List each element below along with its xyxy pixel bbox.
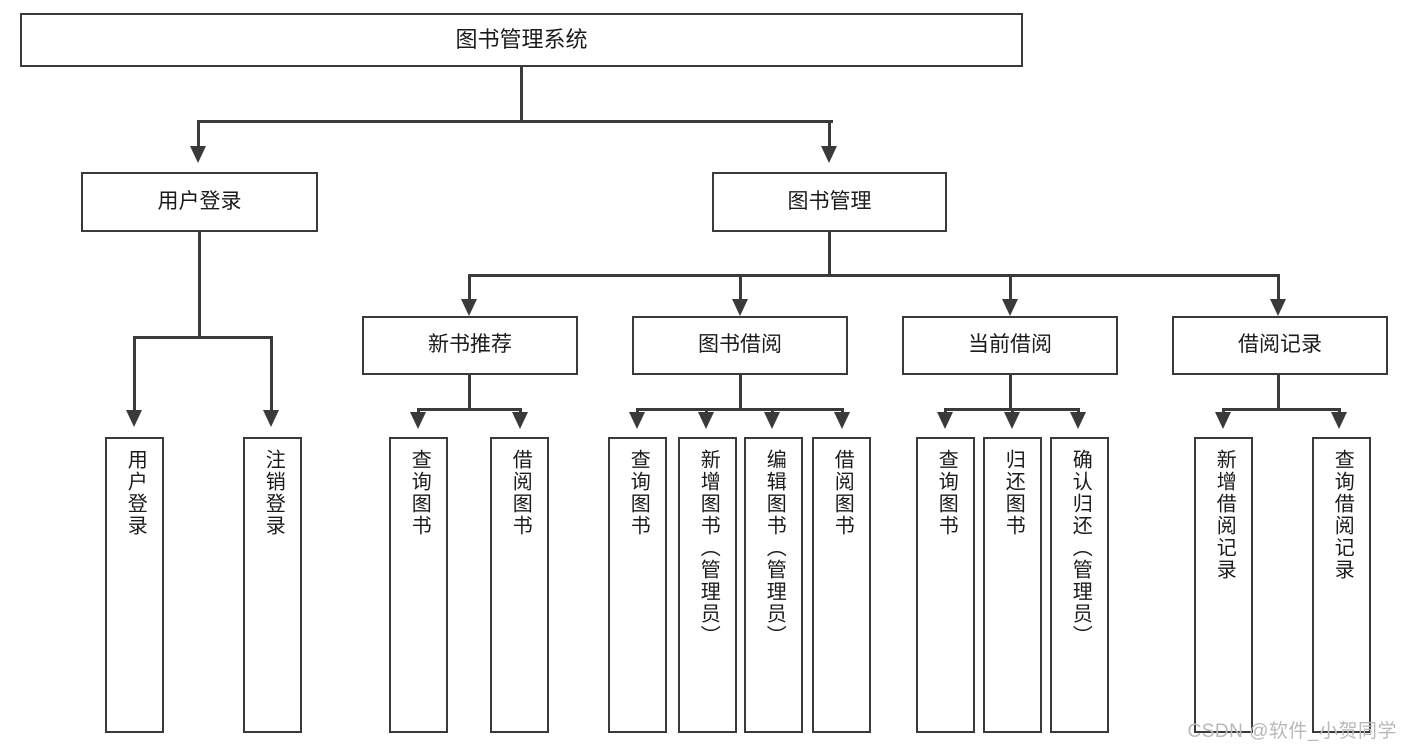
node-user-login[interactable]: 用户登录 [81,172,318,232]
leaf-label: 查询图书 [627,449,650,537]
leaf-label: 查询图书 [408,449,431,537]
leaf-label: 注销登录 [262,449,285,537]
connector-book-manage-drop-2 [739,274,742,300]
leaf-br-add-record[interactable]: 新增借阅记录 [1194,437,1253,733]
arrowhead-book-manage [821,146,837,163]
arrowhead-leaf-user-login [126,410,142,427]
node-current-borrow[interactable]: 当前借阅 [902,316,1118,375]
arrowhead-br-query-record [1331,412,1347,429]
arrowhead-cb-query-book [937,412,953,429]
arrowhead-new-book-recommend [461,299,477,316]
arrowhead-nb-borrow-book [512,412,528,429]
leaf-label: 新增借阅记录 [1213,449,1236,581]
connector-root-to-book-manage [828,120,831,147]
node-book-management[interactable]: 图书管理 [712,172,947,232]
leaf-bb-borrow-book[interactable]: 借阅图书 [812,437,871,733]
leaf-label: 查询借阅记录 [1331,449,1354,581]
connector-cb-drop-2 [1011,408,1014,414]
connector-cb-drop-1 [944,408,947,414]
leaf-cb-return-book[interactable]: 归还图书 [983,437,1042,733]
connector-new-book-bus [417,408,522,411]
arrowhead-bb-edit-book [764,412,780,429]
connector-book-manage-stem [828,232,831,274]
leaf-bb-query-book[interactable]: 查询图书 [608,437,667,733]
connector-root-bus [197,120,833,123]
leaf-bb-add-book[interactable]: 新增图书（管理员） [678,437,737,733]
arrowhead-br-add-record [1215,412,1231,429]
connector-book-borrow-bus [636,408,844,411]
connector-book-manage-drop-3 [1009,274,1012,300]
leaf-label: 查询图书 [935,449,958,537]
connector-book-borrow-stem [739,375,742,408]
connector-root-stem [520,67,523,120]
leaf-cb-confirm-return[interactable]: 确认归还（管理员） [1050,437,1109,733]
leaf-br-query-record[interactable]: 查询借阅记录 [1312,437,1371,733]
connector-root-to-user-login [197,120,200,147]
leaf-label: 归还图书 [1002,449,1025,537]
leaf-label: 借阅图书 [509,449,532,537]
connector-user-login-drop-1 [133,336,136,411]
leaf-nb-borrow-book[interactable]: 借阅图书 [490,437,549,733]
connector-book-manage-bus [468,274,1280,277]
connector-borrow-record-stem [1277,375,1280,408]
leaf-bb-edit-book[interactable]: 编辑图书（管理员） [744,437,803,733]
node-root-book-management-system[interactable]: 图书管理系统 [20,13,1023,67]
connector-cb-drop-3 [1077,408,1080,414]
arrowhead-current-borrow [1002,299,1018,316]
arrowhead-user-login [190,146,206,163]
arrowhead-bb-add-book [698,412,714,429]
connector-user-login-drop-2 [270,336,273,411]
arrowhead-bb-query-book [629,412,645,429]
arrowhead-bb-borrow-book [834,412,850,429]
node-borrow-record[interactable]: 借阅记录 [1172,316,1388,375]
arrowhead-cb-confirm-return [1070,412,1086,429]
connector-bb-drop-2 [705,408,708,414]
connector-bb-drop-1 [636,408,639,414]
leaf-label: 新增图书（管理员） [697,449,720,647]
connector-new-book-drop-1 [417,408,420,414]
arrowhead-borrow-record [1270,299,1286,316]
connector-user-login-stem [198,232,201,336]
leaf-user-login[interactable]: 用户登录 [105,437,164,733]
arrowhead-cb-return-book [1004,412,1020,429]
leaf-label: 编辑图书（管理员） [763,449,786,647]
connector-bb-drop-4 [841,408,844,414]
connector-bb-drop-3 [771,408,774,414]
arrowhead-nb-query-book [410,412,426,429]
node-book-borrow[interactable]: 图书借阅 [632,316,848,375]
connector-user-login-bus [133,336,273,339]
connector-book-manage-drop-1 [468,274,471,300]
leaf-logout[interactable]: 注销登录 [243,437,302,733]
connector-new-book-stem [468,375,471,408]
connector-br-drop-2 [1338,408,1341,414]
connector-current-borrow-stem [1009,375,1012,408]
connector-borrow-record-bus [1222,408,1341,411]
arrowhead-book-borrow [732,299,748,316]
leaf-cb-query-book[interactable]: 查询图书 [916,437,975,733]
node-new-book-recommend[interactable]: 新书推荐 [362,316,578,375]
leaf-label: 确认归还（管理员） [1069,449,1092,647]
connector-book-manage-drop-4 [1277,274,1280,300]
leaf-label: 借阅图书 [831,449,854,537]
leaf-label: 用户登录 [124,449,147,537]
arrowhead-leaf-logout [263,410,279,427]
connector-new-book-drop-2 [519,408,522,414]
connector-br-drop-1 [1222,408,1225,414]
leaf-nb-query-book[interactable]: 查询图书 [389,437,448,733]
